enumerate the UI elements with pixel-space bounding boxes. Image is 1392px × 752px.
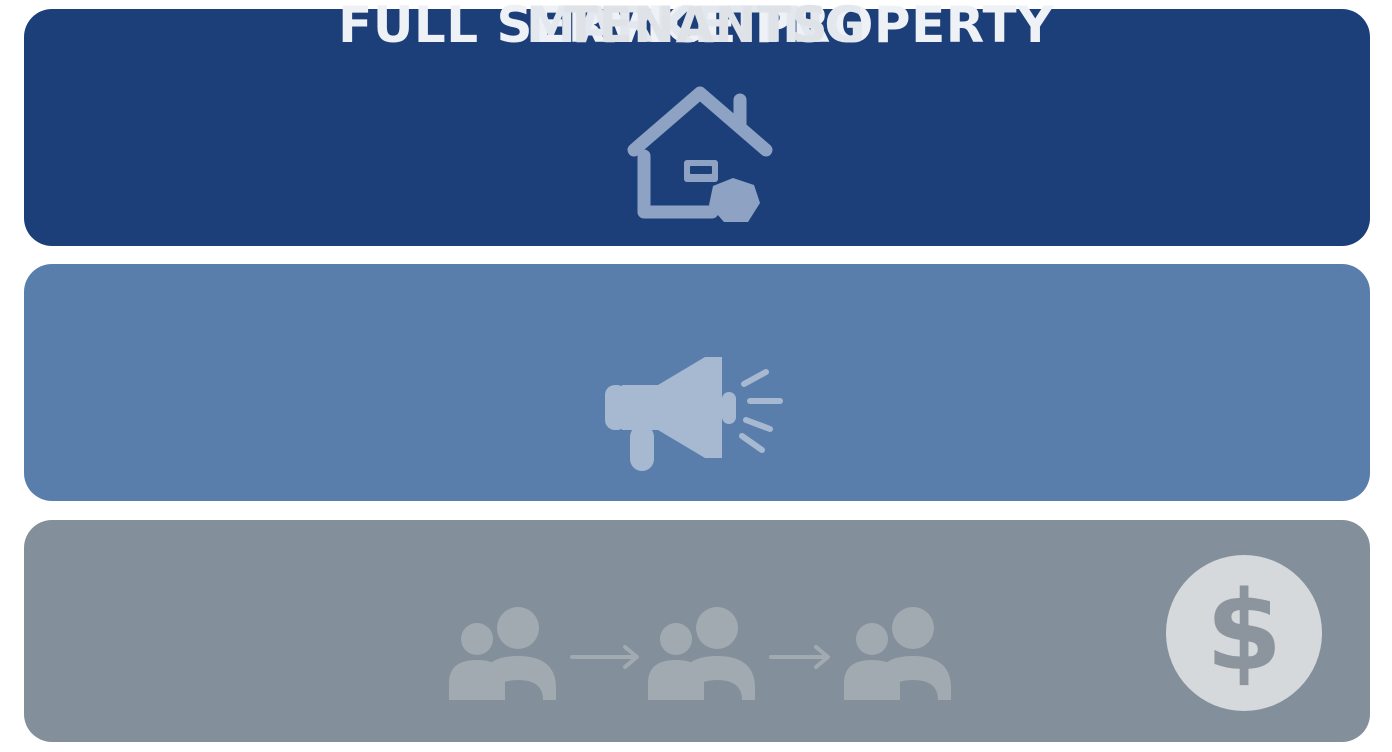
tier-title-tenants: TENANTS: [563, 0, 829, 54]
house-icon: [627, 86, 773, 222]
megaphone-icon: [605, 357, 783, 471]
tenant-group-icon: [449, 607, 556, 700]
dollar-icon: $: [1166, 555, 1322, 711]
tenant-group-icon: [844, 607, 951, 700]
arrow-right-icon: [570, 645, 639, 669]
arrow-right-icon: [769, 645, 830, 669]
tenant-group-icon: [648, 607, 755, 700]
tenants-flow-icon: [449, 607, 951, 700]
tier-title-marketing: MARKETING: [526, 0, 866, 54]
tier-title-full-service-property: FULL SERVICE PROPERTY: [338, 0, 1054, 54]
svg-text:$: $: [1206, 567, 1283, 695]
